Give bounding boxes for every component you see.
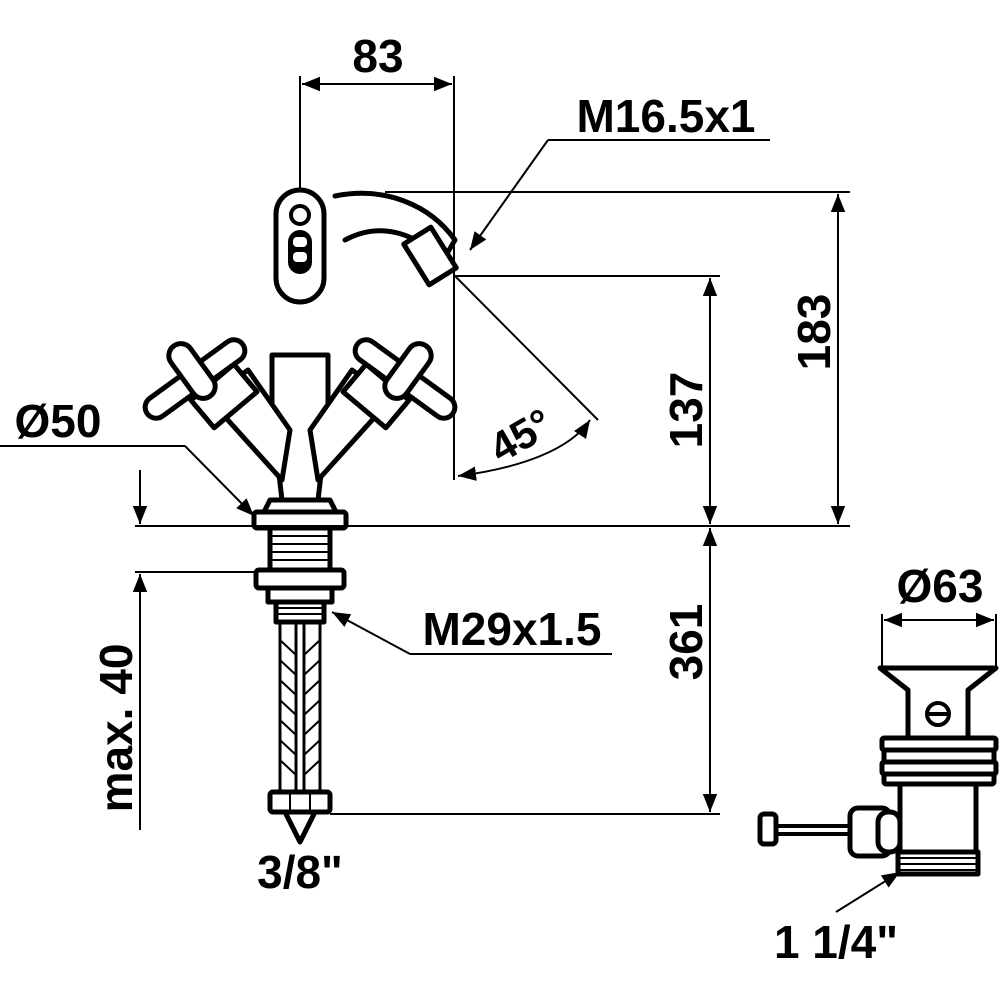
threaded-shank [253,525,347,625]
right-cross-handle [307,337,458,483]
label-183: 183 [788,294,840,371]
dimension-labels: 83 M16.5x1 183 137 45° Ø50 max. 40 M29x1… [15,30,984,968]
flexible-hoses [267,620,333,845]
label-83: 83 [352,30,403,82]
dimension-lines [0,76,997,913]
label-diameter-63: Ø63 [897,560,984,612]
label-m29x1-5: M29x1.5 [422,603,601,655]
mixer-tap [142,187,459,845]
label-m16-5x1: M16.5x1 [576,90,755,142]
lever-handle [273,187,327,305]
left-cross-handle [142,337,293,483]
label-361: 361 [660,604,712,681]
spout [332,190,459,288]
label-45-degrees: 45° [481,399,560,471]
waste-fitting [757,665,999,877]
label-137: 137 [660,372,712,449]
label-1-1-4-inch: 1 1/4" [774,916,898,968]
label-diameter-50: Ø50 [15,395,102,447]
label-3-8-inch: 3/8" [257,846,343,898]
label-max-40: max. 40 [90,644,142,813]
